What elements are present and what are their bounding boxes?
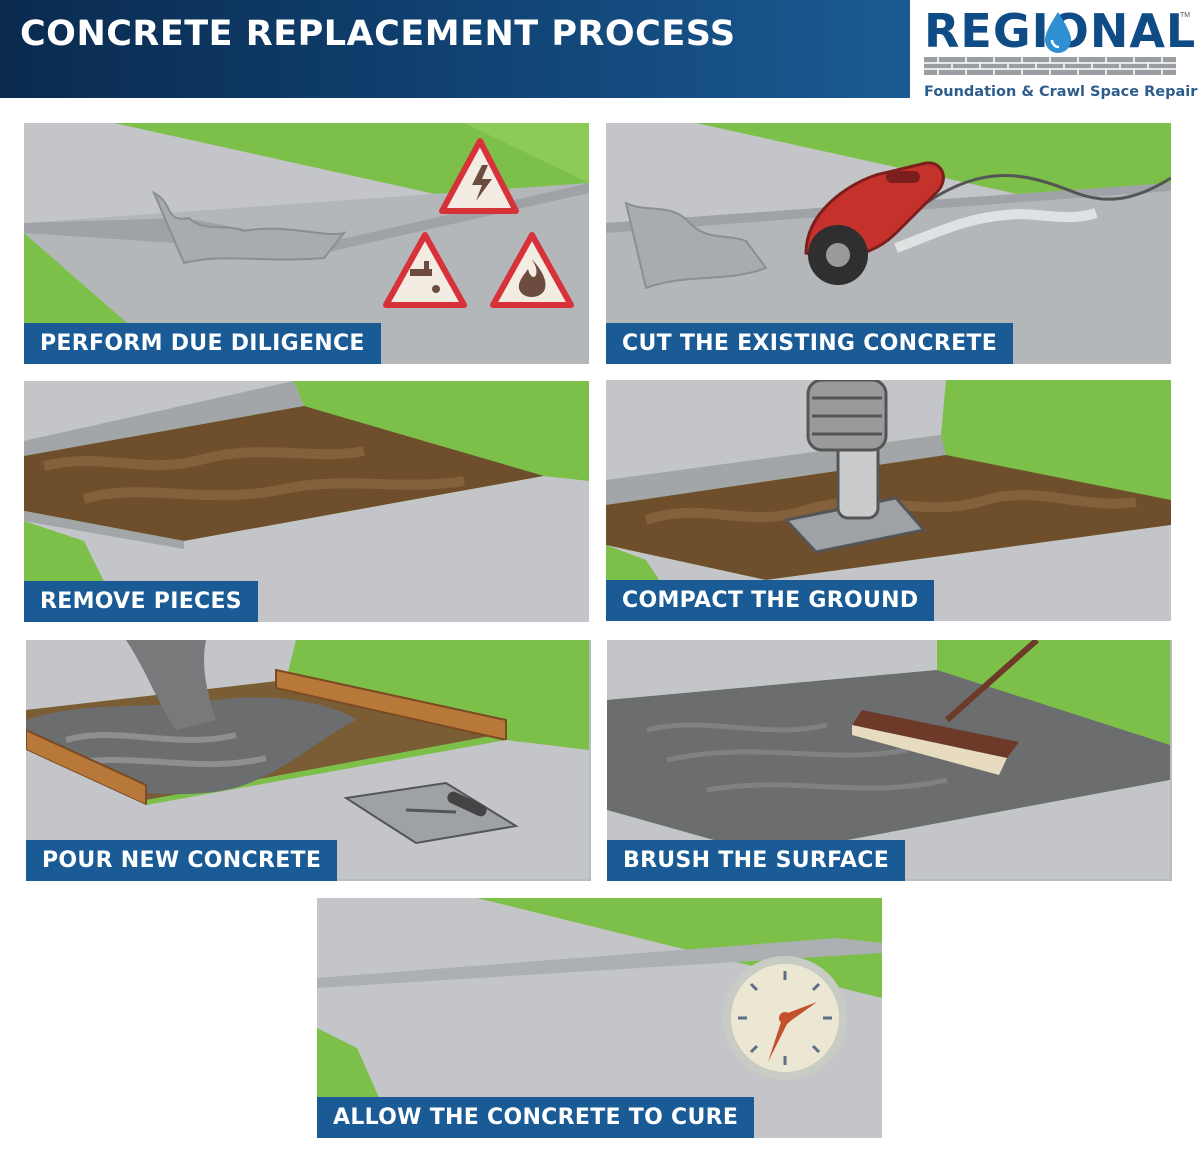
water-drop-icon — [1045, 12, 1071, 53]
step-label: CUT THE EXISTING CONCRETE — [606, 323, 1014, 364]
logo-tagline: Foundation & Crawl Space Repair — [924, 84, 1198, 100]
step-label: PERFORM DUE DILIGENCE — [24, 323, 381, 364]
water-hazard-icon — [383, 232, 467, 308]
logo-trademark: TM — [1180, 12, 1191, 19]
concrete-saw-icon — [804, 161, 945, 285]
step-panel-brush-surface: BRUSH THE SURFACE — [607, 640, 1172, 881]
fire-hazard-icon — [490, 232, 574, 308]
pour-concrete-illustration — [26, 640, 589, 879]
broom-icon — [852, 640, 1039, 775]
step-label: REMOVE PIECES — [24, 581, 258, 622]
step-panel-remove-pieces: REMOVE PIECES — [24, 381, 589, 622]
plate-compactor-icon — [783, 380, 927, 554]
step-label: ALLOW THE CONCRETE TO CURE — [317, 1097, 755, 1138]
remove-pieces-illustration — [24, 381, 589, 622]
header-banner: CONCRETE REPLACEMENT PROCESS — [0, 0, 910, 98]
step-label: BRUSH THE SURFACE — [607, 840, 906, 881]
regional-logo: REGIONAL TM Foundation & Crawl Space Rep… — [912, 0, 1200, 100]
step-label: POUR NEW CONCRETE — [26, 840, 338, 881]
step-panel-due-diligence: PERFORM DUE DILIGENCE — [24, 123, 589, 364]
brick-wall-icon — [924, 57, 1176, 75]
page-title: CONCRETE REPLACEMENT PROCESS — [20, 14, 736, 54]
step-panel-compact-ground: COMPACT THE GROUND — [606, 380, 1171, 621]
trowel-icon — [343, 781, 519, 845]
step-panel-cut-concrete: CUT THE EXISTING CONCRETE — [606, 123, 1171, 364]
step-panel-cure-concrete: ALLOW THE CONCRETE TO CURE — [317, 898, 882, 1138]
step-panel-pour-concrete: POUR NEW CONCRETE — [26, 640, 591, 881]
step-label: COMPACT THE GROUND — [606, 580, 935, 621]
clock-icon — [723, 956, 847, 1080]
electrical-hazard-icon — [439, 138, 519, 214]
